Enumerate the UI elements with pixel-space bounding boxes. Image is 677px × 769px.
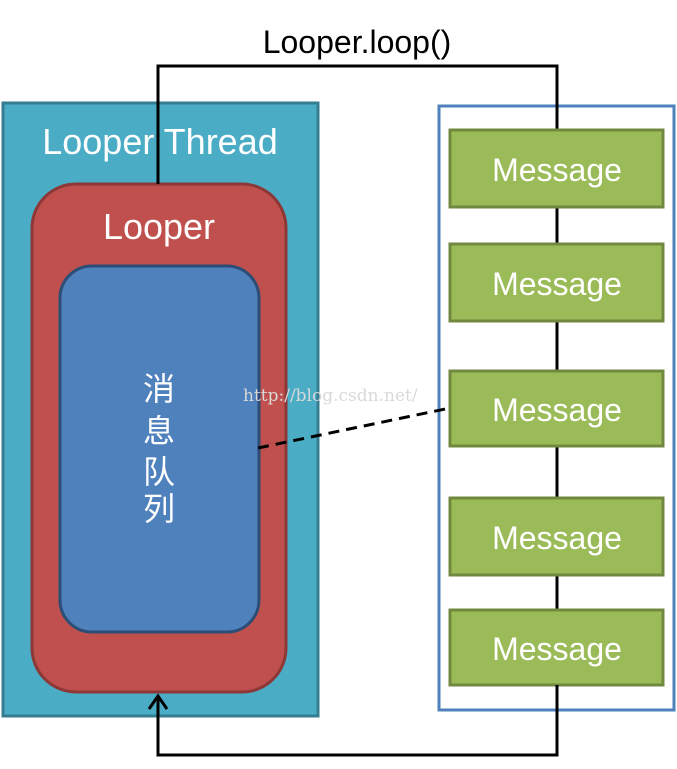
message-3: Message (448, 369, 665, 448)
loop-arrow-icon (147, 693, 169, 710)
watermark: http://blog.csdn.net/ (243, 386, 418, 406)
message-box (448, 369, 665, 448)
message-label: Message (492, 631, 622, 667)
queue-char-2: 息 (143, 412, 175, 450)
queue-link-dashed (257, 406, 451, 450)
message-label: Message (492, 152, 622, 188)
message-label: Message (492, 520, 622, 556)
message-label: Message (492, 266, 622, 302)
message-2: Message (448, 242, 665, 323)
loop-path-top (156, 64, 559, 184)
message-box (448, 128, 665, 209)
message-5: Message (448, 608, 665, 687)
message-box (448, 496, 665, 577)
looper-thread-label: Looper Thread (42, 121, 278, 162)
queue-char-4: 列 (143, 490, 175, 528)
message-label: Message (492, 392, 622, 428)
message-4: Message (448, 496, 665, 577)
loop-label: Looper.loop() (263, 24, 452, 60)
message-box (448, 608, 665, 687)
message-1: Message (448, 128, 665, 209)
message-box (448, 242, 665, 323)
queue-char-3: 队 (143, 453, 175, 491)
looper-label: Looper (103, 206, 215, 247)
loop-path-bottom (156, 685, 559, 757)
queue-char-1: 消 (143, 370, 175, 408)
